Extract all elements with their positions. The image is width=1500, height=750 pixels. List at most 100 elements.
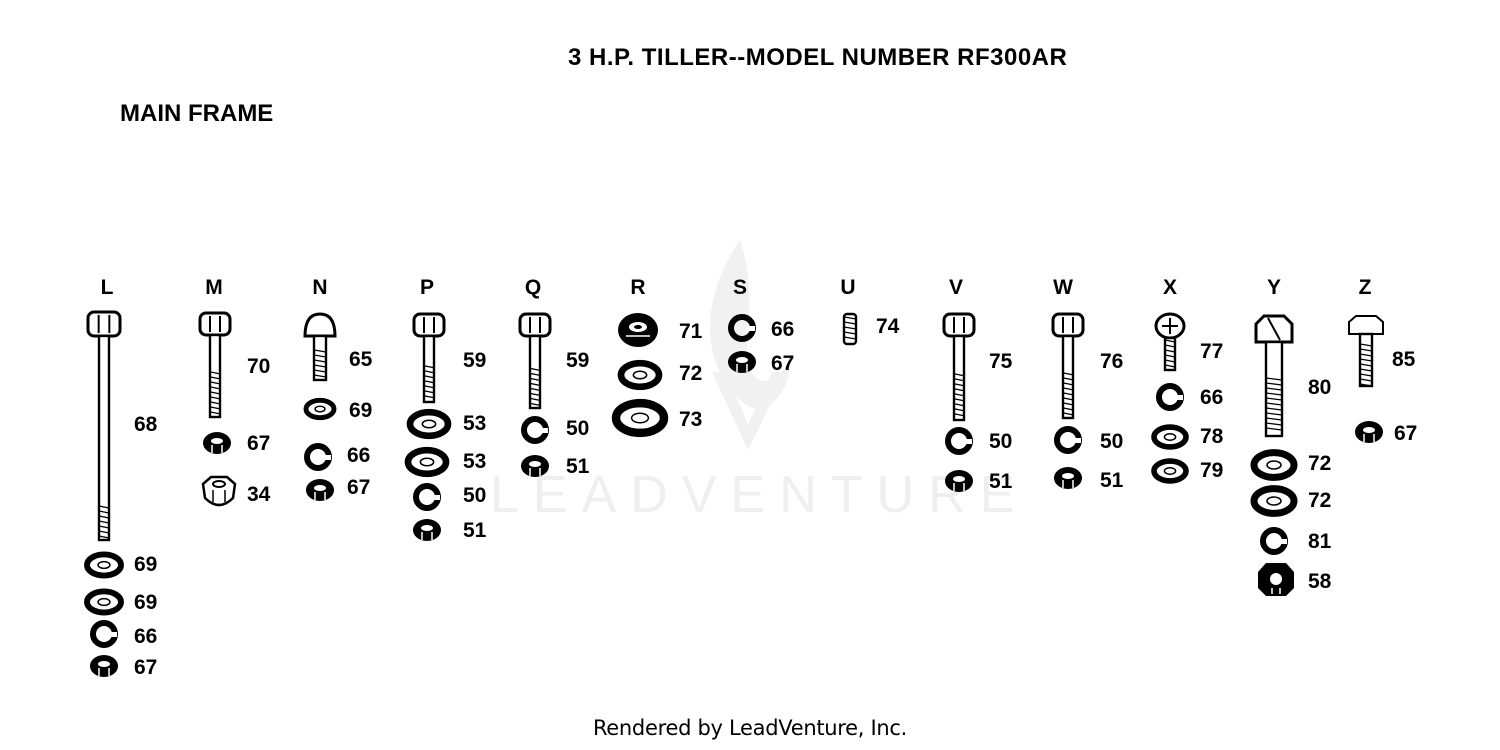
part-number-label: 79 <box>1200 459 1223 482</box>
part-number-label: 76 <box>1100 350 1123 373</box>
section-title: MAIN FRAME <box>120 100 274 127</box>
part-number-label: 69 <box>134 591 157 614</box>
part-number-label: 80 <box>1308 376 1331 399</box>
part-number-label: 67 <box>347 476 370 499</box>
part-number-label: 50 <box>463 484 486 507</box>
lock-washer-part <box>945 427 973 455</box>
flat-washer-part <box>1250 449 1298 481</box>
part-number-label: 34 <box>247 483 271 506</box>
part-number-label: 66 <box>771 318 794 341</box>
group-letter-p: P <box>420 276 434 299</box>
lock-washer-part <box>1054 426 1082 454</box>
watermark-text: LEADVENTURE <box>490 466 1028 524</box>
lock-washer-part <box>728 314 756 342</box>
bolt-part <box>1348 315 1384 388</box>
flat-washer-part <box>406 408 452 440</box>
long-bolt-part <box>86 310 122 542</box>
group-m: M 70 67 34 <box>198 276 271 507</box>
lock-washer-part <box>90 620 118 648</box>
part-number-label: 77 <box>1200 340 1223 363</box>
part-number-label: 67 <box>134 656 157 679</box>
part-number-label: 72 <box>679 362 702 385</box>
group-letter-r: R <box>630 276 645 299</box>
part-number-label: 69 <box>134 553 157 576</box>
part-number-label: 58 <box>1308 570 1332 593</box>
part-number-label: 85 <box>1392 348 1416 371</box>
part-number-label: 70 <box>247 355 270 378</box>
group-s: S 66 67 <box>728 276 794 375</box>
diagram-title: 3 H.P. TILLER--MODEL NUMBER RF300AR <box>568 44 1068 71</box>
flat-washer-part <box>1151 458 1189 484</box>
group-letter-x: X <box>1163 276 1177 299</box>
flat-washer-part <box>617 359 663 391</box>
part-number-label: 50 <box>989 430 1012 453</box>
part-number-label: 66 <box>347 444 370 467</box>
part-number-label: 67 <box>247 432 270 455</box>
part-number-label: 51 <box>989 470 1013 493</box>
bolt-part <box>1051 312 1085 420</box>
part-number-label: 72 <box>1308 452 1331 475</box>
hex-nut-part <box>1054 467 1082 489</box>
part-number-label: 59 <box>463 349 486 372</box>
part-number-label: 65 <box>349 348 373 371</box>
group-letter-z: Z <box>1359 276 1372 299</box>
set-screw-part <box>842 312 858 346</box>
flat-washer-part <box>84 551 124 579</box>
group-x: X 77 66 78 79 <box>1151 276 1224 484</box>
group-letter-w: W <box>1053 276 1073 299</box>
group-letter-u: U <box>840 276 855 299</box>
part-number-label: 51 <box>566 455 590 478</box>
lock-washer-part <box>1156 383 1184 411</box>
flat-washer-part <box>303 397 337 421</box>
part-number-label: 51 <box>1100 469 1124 492</box>
part-number-label: 68 <box>134 413 158 436</box>
flat-washer-part <box>611 398 669 438</box>
part-number-label: 67 <box>771 352 794 375</box>
rendered-by-footer: Rendered by LeadVenture, Inc. <box>592 716 908 740</box>
bolt-part <box>412 312 446 404</box>
part-number-label: 78 <box>1200 425 1224 448</box>
hex-nut-part <box>306 479 334 501</box>
large-bolt-part <box>1254 314 1294 438</box>
bolt-part <box>942 312 976 422</box>
carriage-bolt-part <box>303 312 337 382</box>
hex-nut-part <box>945 470 973 492</box>
lock-washer-part <box>304 443 332 471</box>
group-letter-q: Q <box>525 276 541 299</box>
hex-nut-part <box>1355 421 1383 443</box>
hex-nut-part <box>413 519 441 541</box>
hex-nut-part <box>203 432 231 454</box>
group-letter-m: M <box>205 276 223 299</box>
screw-part <box>1154 312 1186 372</box>
bolt-part <box>198 311 232 419</box>
part-number-label: 74 <box>876 315 900 338</box>
group-v: V 75 50 51 <box>942 276 1013 493</box>
part-number-label: 75 <box>989 350 1013 373</box>
part-number-label: 71 <box>679 320 703 343</box>
flange-nut-part <box>618 313 658 347</box>
group-l: L 68 69 69 66 67 <box>84 276 158 679</box>
group-letter-v: V <box>949 276 963 299</box>
group-letter-l: L <box>101 276 114 299</box>
part-number-label: 53 <box>463 450 486 473</box>
part-number-label: 66 <box>1200 386 1223 409</box>
part-number-label: 51 <box>463 519 487 542</box>
hex-nut-part <box>90 655 118 677</box>
flat-washer-part <box>1250 485 1298 517</box>
group-letter-s: S <box>733 276 747 299</box>
group-u: U 74 <box>840 276 900 346</box>
part-number-label: 66 <box>134 625 157 648</box>
part-number-label: 50 <box>566 417 589 440</box>
group-letter-y: Y <box>1267 276 1281 299</box>
svg-text:LEADVENTURE: LEADVENTURE <box>490 466 1028 524</box>
large-nut-part <box>1258 563 1294 596</box>
lock-washer-part <box>413 483 441 511</box>
